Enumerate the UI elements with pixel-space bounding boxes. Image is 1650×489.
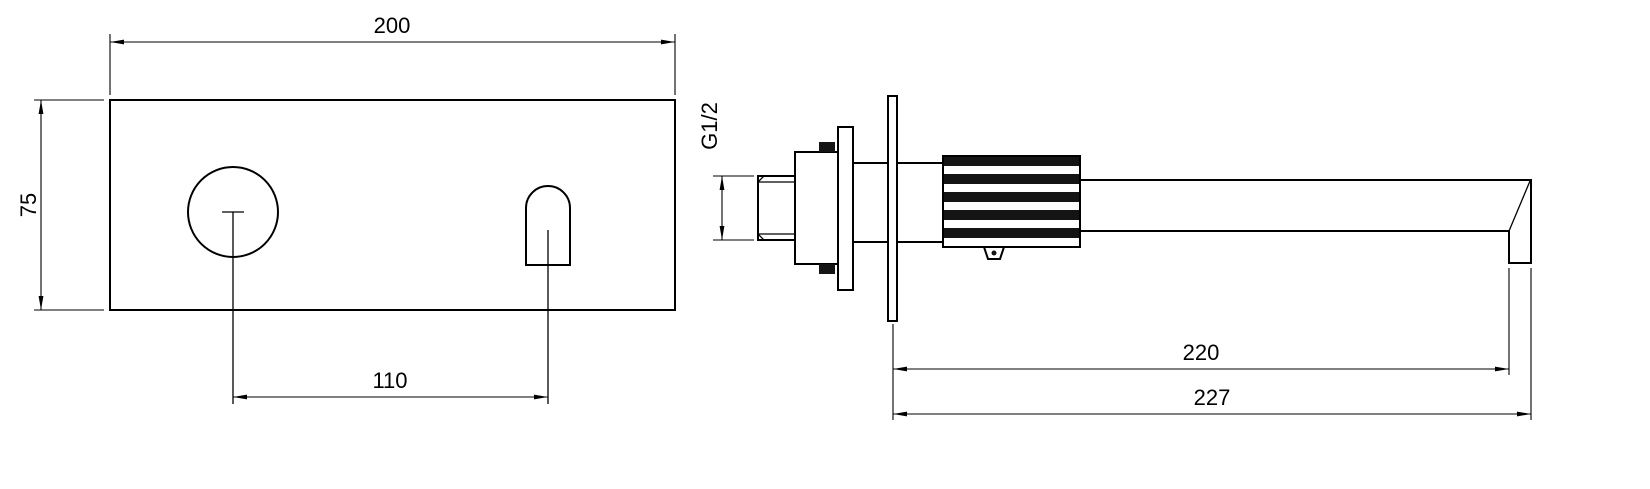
dim-plate-width: 200 (109, 13, 676, 95)
grip-stripe (944, 228, 1079, 238)
mounting-screw-top (819, 142, 835, 152)
grip-stripe (944, 192, 1079, 202)
grip-stripe (944, 157, 1079, 166)
side-view: G1/2 220 227 (697, 95, 1532, 420)
dim-hole-spacing: 110 (233, 368, 548, 400)
plate-height-label: 75 (16, 193, 41, 217)
grip-stripe (944, 210, 1079, 220)
front-view: 200 75 110 (16, 13, 676, 404)
valve-body (794, 151, 839, 265)
grip-stripe (944, 174, 1079, 184)
spout-tube (1079, 179, 1532, 264)
wall-plate-side (887, 95, 898, 322)
hole-spacing-label: 110 (372, 368, 407, 393)
sensor-dot (991, 250, 997, 256)
grip-outline (942, 155, 1081, 248)
thread-chamfer (757, 175, 765, 183)
dim-reach: 220 (893, 268, 1510, 375)
thread-nipple (757, 175, 796, 241)
striped-grip (942, 155, 1081, 248)
dim-total-depth: 227 (892, 268, 1532, 420)
sensor-button (982, 246, 1006, 260)
reach-label: 220 (1183, 340, 1220, 365)
thread-size-label: G1/2 (697, 102, 722, 150)
spout-front (525, 185, 571, 266)
body-collar (896, 162, 944, 243)
dim-thread: G1/2 (697, 102, 754, 241)
plate-width-label: 200 (374, 13, 411, 38)
mounting-screw-bottom (819, 264, 835, 274)
dim-plate-height: 75 (16, 99, 104, 311)
spout-miter-seam (1508, 180, 1531, 232)
mounting-flange (837, 126, 854, 291)
sensor-housing (982, 246, 1006, 260)
total-depth-label: 227 (1194, 385, 1231, 410)
thread-chamfer (757, 233, 765, 241)
